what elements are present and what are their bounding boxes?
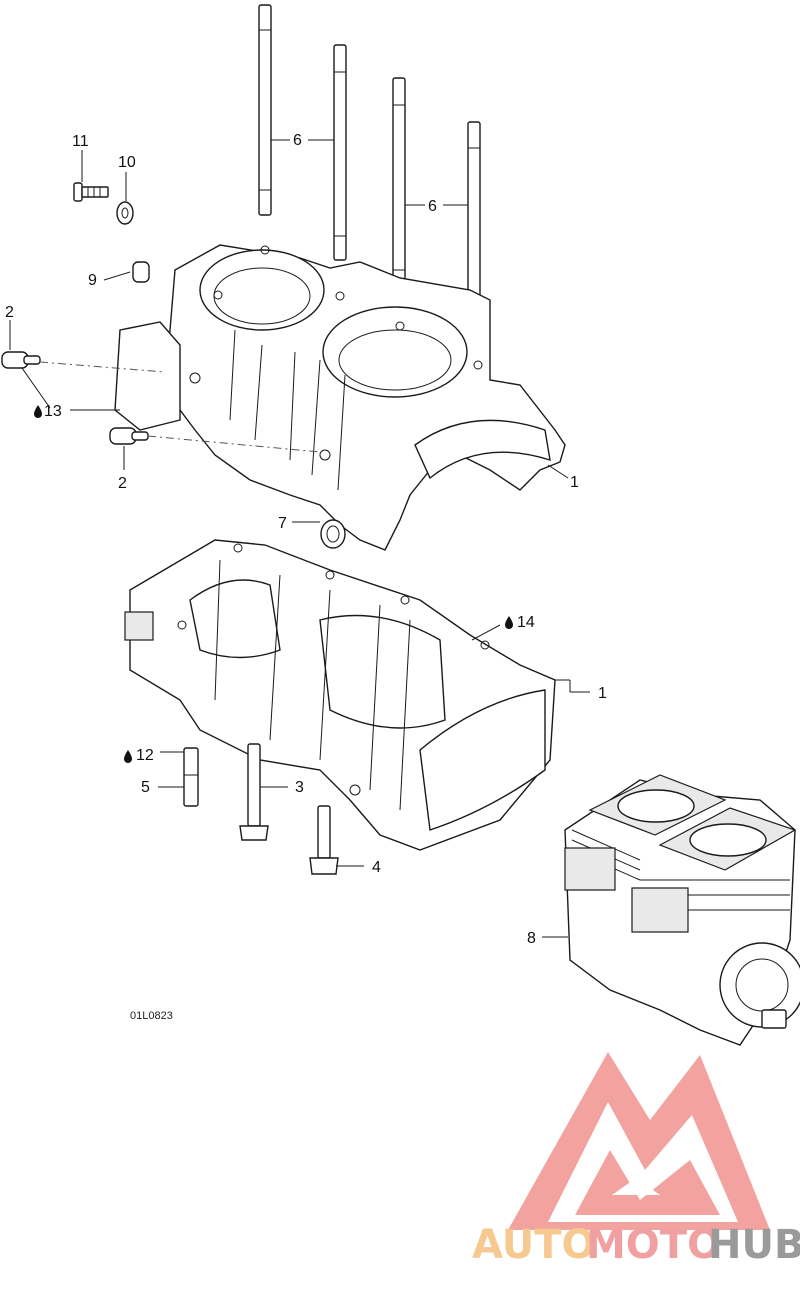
watermark-logo: [508, 1052, 770, 1230]
callout-6-right: 6: [428, 198, 437, 215]
plug-9: [132, 261, 150, 283]
callout-12-group: 12: [124, 747, 154, 764]
lower-crankcase: [124, 539, 556, 851]
watermark-auto: AUTO: [472, 1222, 596, 1268]
washer-10: [116, 201, 134, 225]
fitting-2-lower: [109, 427, 149, 445]
callout-2-lower: 2: [118, 475, 127, 492]
callout-3: 3: [295, 779, 304, 796]
callout-4: 4: [372, 859, 381, 876]
leader-lines: [9, 139, 590, 938]
bolt-11: [73, 182, 109, 202]
callout-7: 7: [278, 515, 287, 532]
callout-6-left: 6: [293, 132, 302, 149]
bolt-3: [239, 743, 269, 841]
callout-5: 5: [141, 779, 150, 796]
stud-2: [333, 44, 347, 261]
diagram-code: 01L0823: [130, 1010, 173, 1022]
seal-7: [320, 519, 346, 549]
oil-drop-icon: [505, 616, 513, 629]
callout-2-upper: 2: [5, 304, 14, 321]
callout-13-group: 13: [34, 403, 62, 420]
stud-5: [183, 747, 199, 807]
oil-drop-icon: [124, 750, 132, 763]
callout-13: 13: [44, 403, 62, 420]
upper-crankcase: [114, 244, 566, 551]
stud-1: [258, 4, 272, 216]
callout-10: 10: [118, 154, 136, 171]
stud-3: [392, 77, 406, 297]
callout-1-lower: 1: [598, 685, 607, 702]
callout-9: 9: [88, 272, 97, 289]
watermark-hub: HUB: [708, 1222, 800, 1268]
callout-14: 14: [517, 614, 535, 631]
engine-assembly: [564, 774, 800, 1046]
callout-1-upper: 1: [570, 474, 579, 491]
bolt-4: [309, 805, 339, 875]
stud-group: [258, 4, 481, 338]
oil-drop-icon: [34, 405, 42, 418]
callout-11: 11: [72, 133, 89, 150]
fitting-2-upper: [1, 351, 41, 369]
callout-12: 12: [136, 747, 154, 764]
callout-8: 8: [527, 930, 536, 947]
watermark-moto: MOTO: [586, 1222, 721, 1268]
callout-14-group: 14: [505, 614, 535, 631]
watermark-text: AUTO MOTO HUB: [472, 1222, 800, 1268]
